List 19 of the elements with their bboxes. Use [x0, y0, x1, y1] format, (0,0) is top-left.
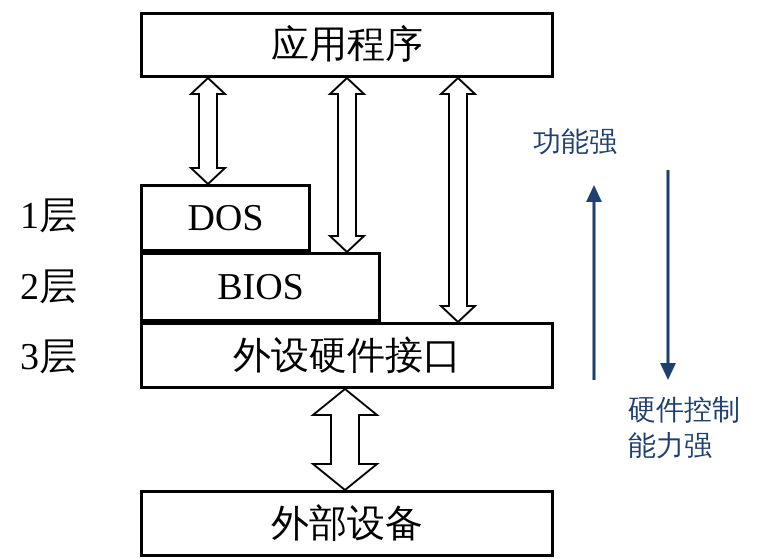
double-arrow [188, 76, 228, 186]
layer-box [140, 490, 554, 557]
double-arrow [310, 388, 380, 492]
layer-label: 2层 [20, 268, 77, 306]
double-arrow [438, 76, 478, 324]
layer-box [140, 322, 554, 389]
box-label: BIOS [217, 268, 304, 306]
note-text: 硬件控制能力强 [628, 393, 741, 464]
box-label: 外设硬件接口 [233, 336, 461, 374]
box-label: DOS [187, 199, 264, 237]
layer-box [140, 184, 311, 252]
note-text: 功能强 [533, 125, 618, 159]
box-label: 外部设备 [271, 504, 423, 542]
layer-box [140, 12, 554, 78]
double-arrow [327, 76, 367, 254]
layer-box [140, 252, 381, 322]
box-label: 应用程序 [271, 26, 423, 64]
layer-label: 1层 [20, 197, 77, 235]
layer-label: 3层 [20, 338, 77, 376]
